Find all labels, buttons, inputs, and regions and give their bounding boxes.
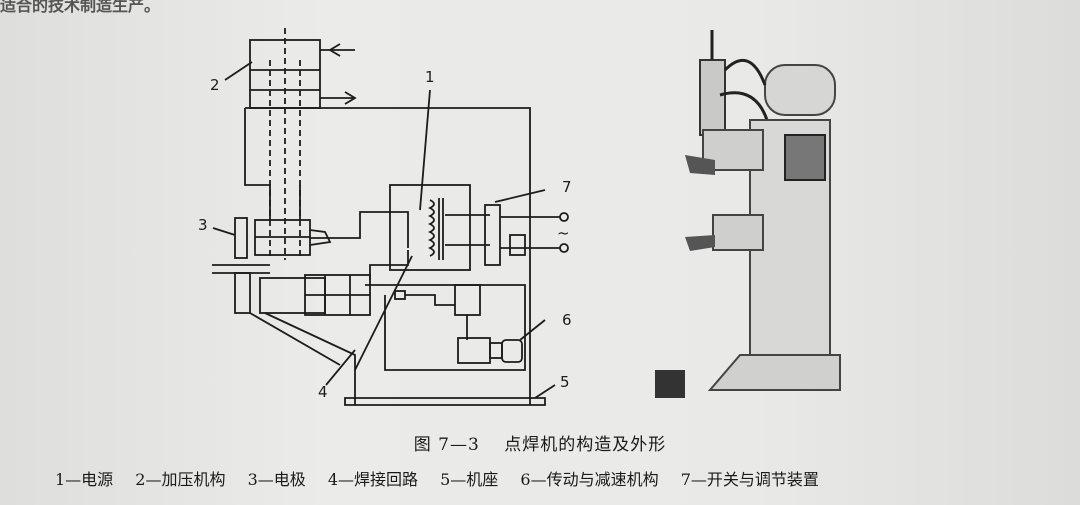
legend-item-power: 1—电源 — [55, 470, 114, 489]
figure-legend: 1—电源 2—加压机构 3—电极 4—焊接回路 5—机座 6—传动与减速机构 7… — [55, 466, 836, 490]
label-6: 6 — [562, 311, 572, 329]
machine-base — [344, 397, 546, 406]
header-cut-text: 适合的技术制造生产。 — [0, 0, 161, 15]
transformer-box — [389, 184, 471, 271]
switch-device — [484, 204, 501, 266]
legend-item-switch: 7—开关与调节装置 — [680, 470, 819, 489]
motor-drive — [457, 337, 491, 364]
label-7: 7 — [562, 178, 572, 196]
label-3: 3 — [198, 216, 208, 234]
spot-welder-photo — [655, 30, 841, 398]
legend-item-electrode: 3—电极 — [247, 470, 306, 489]
label-2: 2 — [210, 76, 220, 94]
figure-caption: 图 7—3 点焊机的构造及外形 — [413, 435, 667, 455]
legend-item-drive: 6—传动与减速机构 — [520, 470, 659, 489]
legend-item-pressure: 2—加压机构 — [135, 470, 226, 489]
legend-item-circuit: 4—焊接回路 — [327, 470, 419, 489]
label-1: 1 — [425, 68, 435, 86]
label-4: 4 — [318, 383, 328, 401]
legend-item-base: 5—机座 — [440, 470, 499, 489]
spot-welder-schematic: 2 1 3 7 6 4 5 ~ — [198, 28, 572, 406]
switch-symbol: ~ — [557, 224, 570, 242]
label-5: 5 — [560, 373, 570, 391]
